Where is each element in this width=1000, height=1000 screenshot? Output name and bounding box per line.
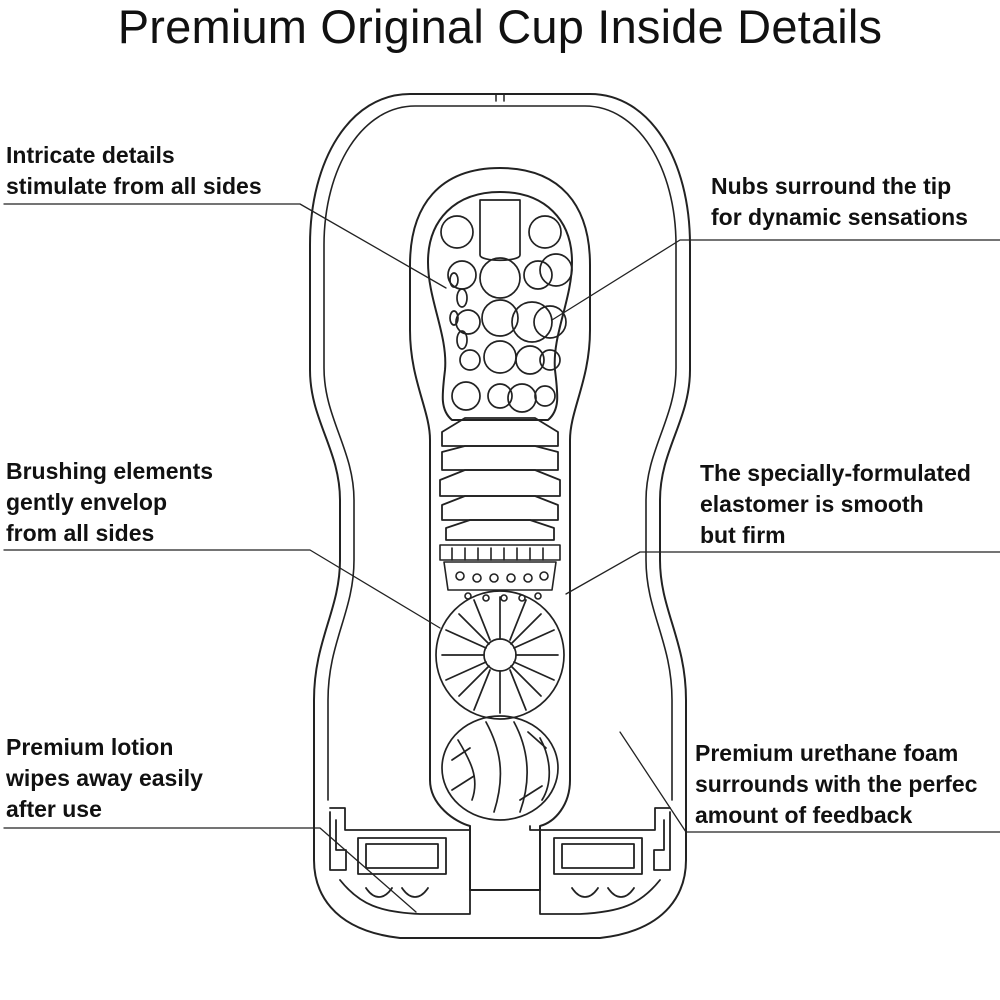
callout-line: surrounds with the perfec [695, 771, 978, 797]
callout-line: for dynamic sensations [711, 204, 968, 230]
leader-lotion [3, 827, 417, 913]
callout-line: Nubs surround the tip [711, 173, 952, 199]
callout-line: amount of feedback [695, 802, 913, 828]
callout-line: from all sides [6, 520, 155, 546]
leader-elastomer [565, 551, 1000, 595]
brushing-ring [439, 544, 561, 602]
spiral-section [441, 715, 559, 821]
ribbed-section [439, 417, 561, 541]
callout-line: Premium urethane foam [695, 740, 959, 766]
callout-intricate-details: Intricate details stimulate from all sid… [6, 140, 262, 202]
radial-brush-sphere [435, 590, 565, 720]
cup-inner-shell [323, 105, 677, 801]
callout-line: wipes away easily [6, 765, 203, 791]
callout-line: The specially-formulated [700, 460, 971, 486]
top-notch [495, 93, 505, 102]
diagram-title: Premium Original Cup Inside Details [117, 0, 883, 53]
callout-line: gently envelop [6, 489, 168, 515]
callout-line: Premium lotion [6, 734, 174, 760]
leader-lines [3, 203, 1000, 913]
base-cap [329, 807, 671, 915]
tip-nubs-group [440, 199, 573, 413]
callout-line: Brushing elements [6, 458, 214, 484]
leader-nubs [551, 239, 1000, 321]
callout-urethane-foam: Premium urethane foam surrounds with the… [695, 738, 977, 831]
leader-brushing [3, 549, 441, 629]
callout-line: after use [6, 796, 102, 822]
callout-elastomer: The specially-formulated elastomer is sm… [700, 458, 971, 551]
leader-foam [619, 731, 1000, 833]
callout-nubs: Nubs surround the tip for dynamic sensat… [711, 171, 968, 233]
callout-line: stimulate from all sides [6, 173, 262, 199]
callout-line: elastomer is smooth [700, 491, 924, 517]
cup-outer-shell [309, 93, 691, 939]
callout-line: but firm [700, 522, 786, 548]
callout-line: Intricate details [6, 142, 175, 168]
callout-premium-lotion: Premium lotion wipes away easily after u… [6, 732, 203, 825]
callout-brushing-elements: Brushing elements gently envelop from al… [6, 456, 213, 549]
leader-intricate [3, 203, 447, 289]
tip-chamber [427, 191, 573, 421]
